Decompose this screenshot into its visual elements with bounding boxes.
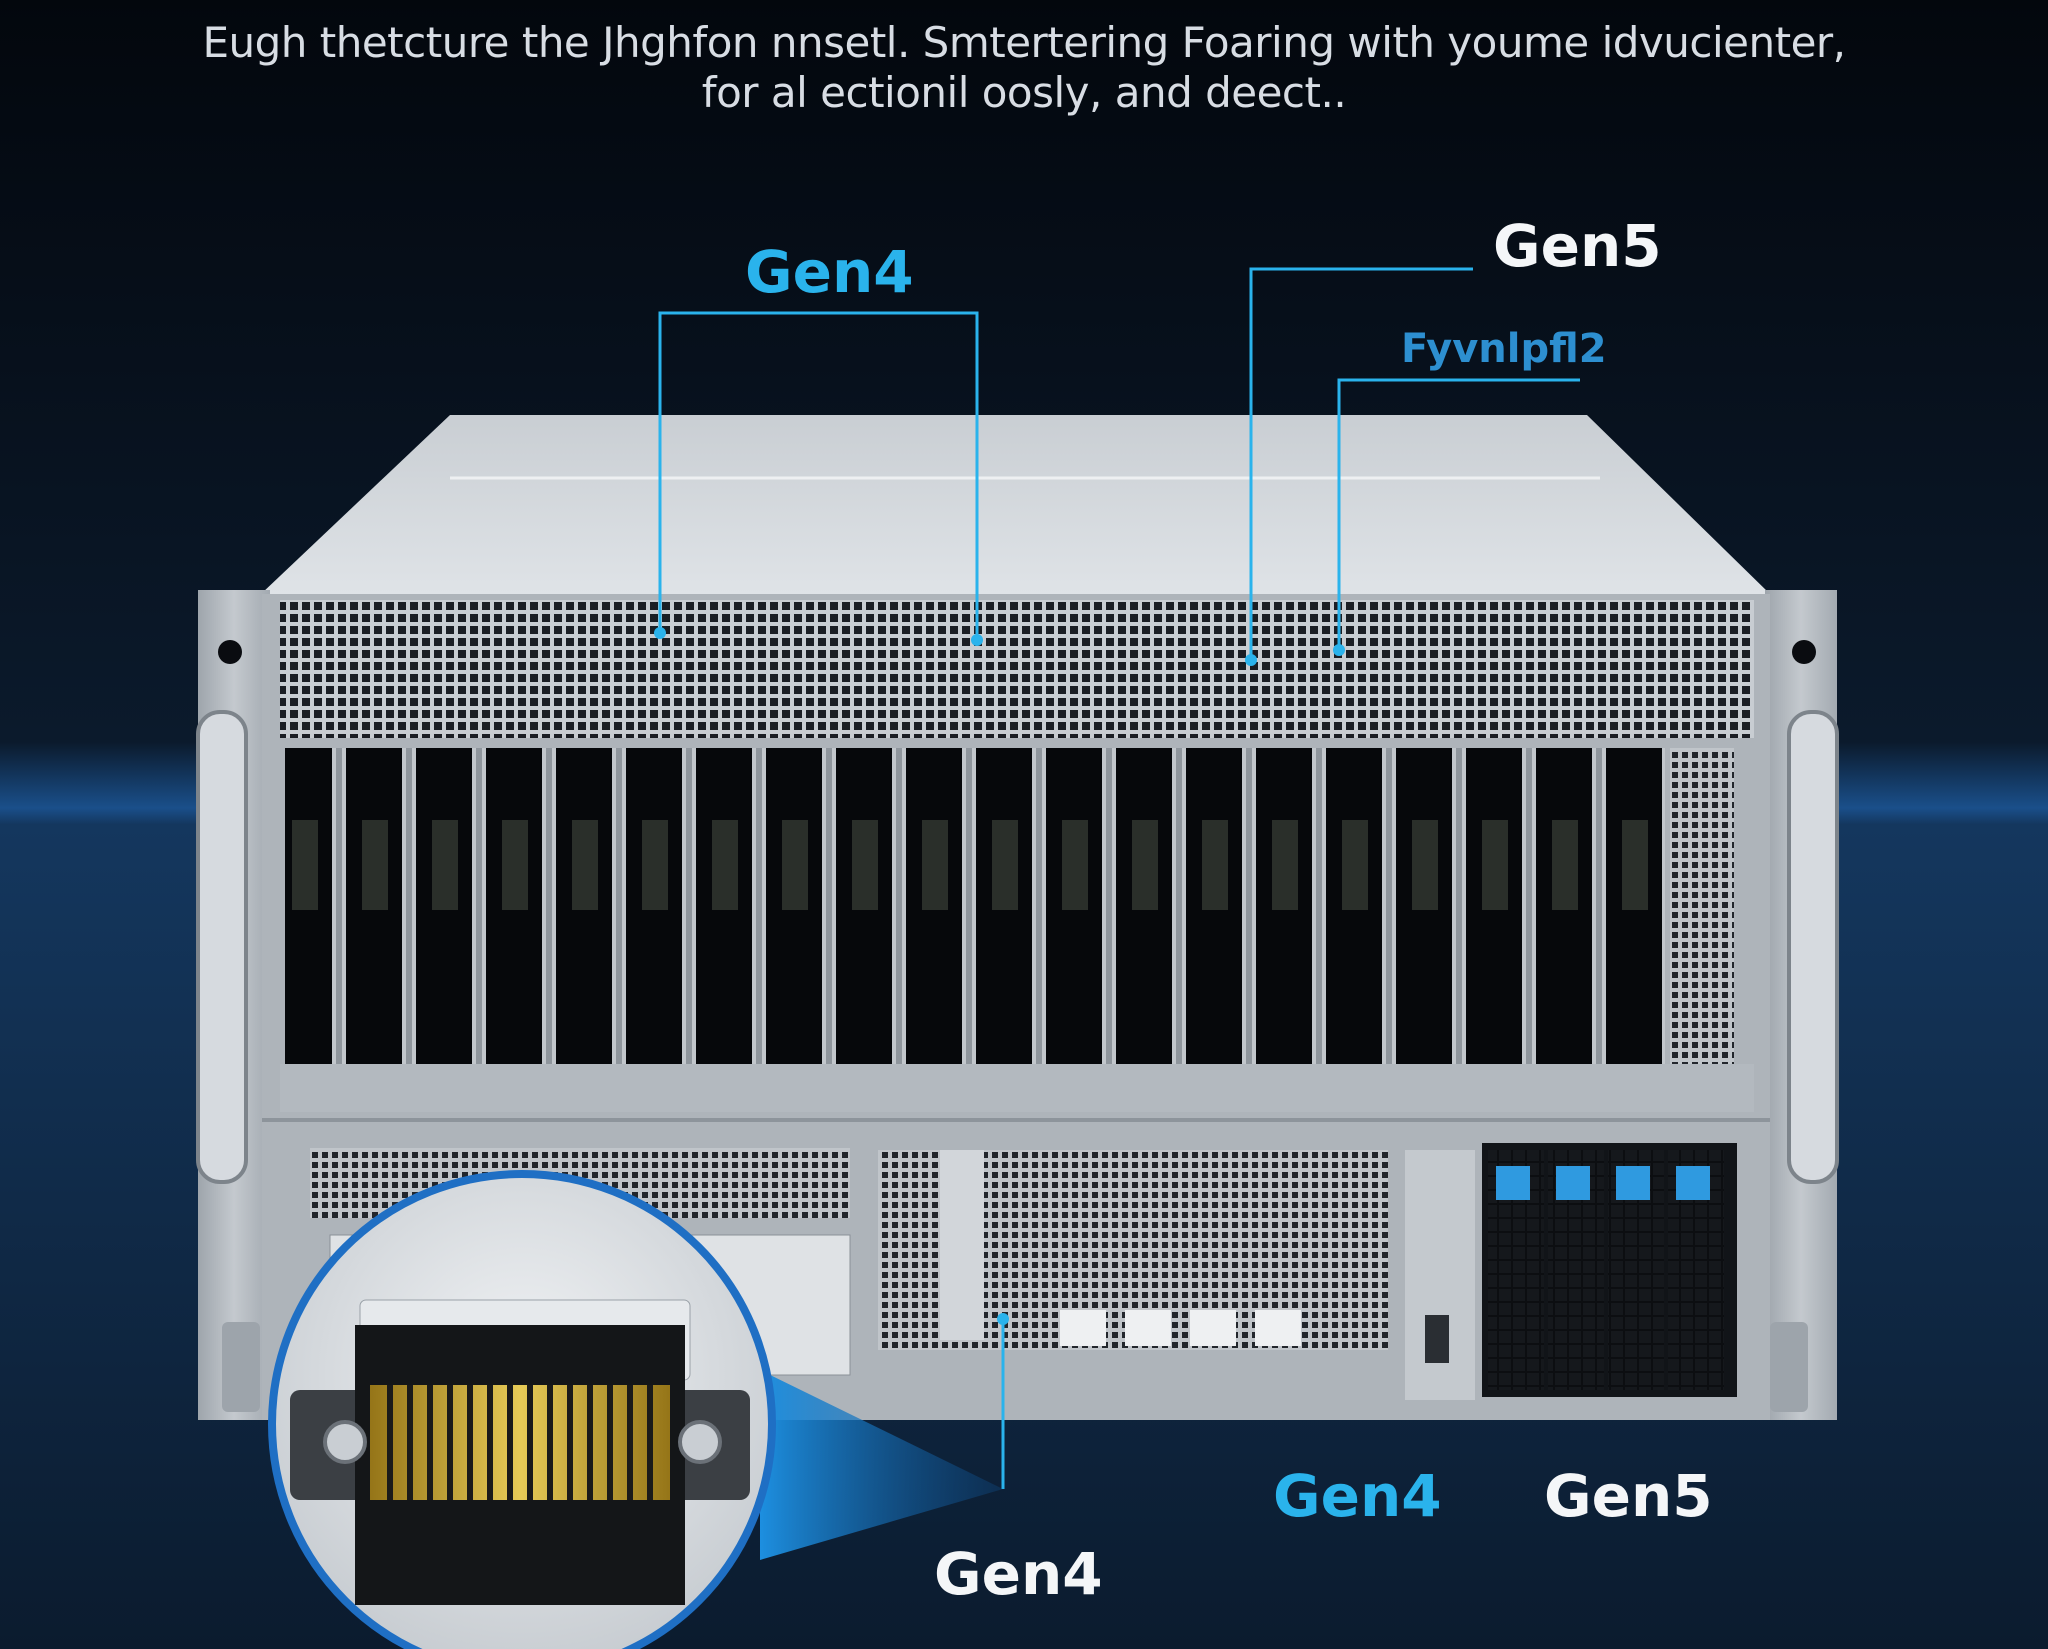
drive-tab[interactable]	[1676, 1166, 1710, 1200]
handle-right	[1787, 710, 1839, 1184]
gpu-bay	[285, 748, 1665, 1064]
top-vent-mesh	[280, 600, 1754, 738]
callout-top-sub: Fyvnlpfl2	[1401, 326, 1607, 372]
usb-port	[1425, 1315, 1449, 1363]
drive-bays	[1482, 1143, 1737, 1397]
connector-inset	[268, 1170, 776, 1649]
handle-left	[196, 710, 248, 1184]
drive-tab[interactable]	[1556, 1166, 1590, 1200]
side-vent	[1670, 748, 1734, 1064]
chassis-lid	[261, 415, 1770, 594]
headline-line-1: Eugh thetcture the Jhghfon nnsetl. Smter…	[202, 18, 1846, 67]
callout-top-gen5: Gen5	[1493, 212, 1662, 280]
callout-bottom-gen5: Gen5	[1544, 1462, 1713, 1530]
headline-line-2: for al ectionil oosly, and deect..	[701, 68, 1347, 117]
callout-bottom-gen4: Gen4	[1273, 1462, 1442, 1530]
inset-cone	[760, 1370, 1003, 1560]
callout-inset-gen4: Gen4	[934, 1540, 1103, 1608]
drive-tab[interactable]	[1496, 1166, 1530, 1200]
callout-top-gen4: Gen4	[745, 238, 914, 306]
drive-tab[interactable]	[1616, 1166, 1650, 1200]
callout-lines	[658, 267, 1580, 1489]
